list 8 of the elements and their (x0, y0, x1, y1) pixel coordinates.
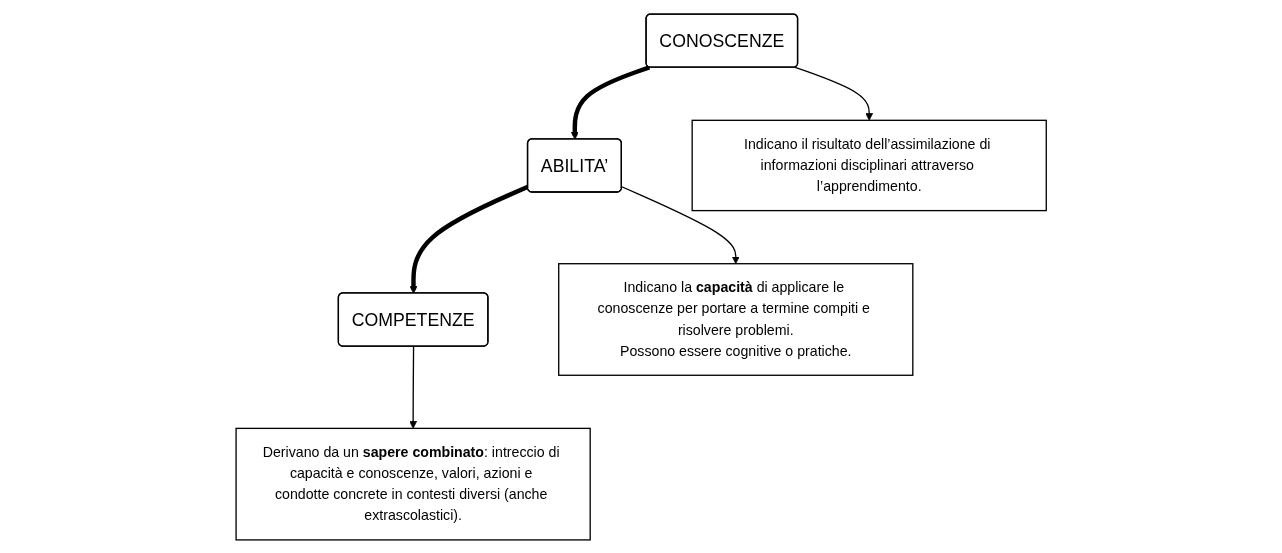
arrow (409, 345, 417, 429)
arrow (620, 185, 740, 264)
node-box: Indicano la capacità di applicare le conoscenze per portare a termine compiti e risolvere problemi. Possono essere cognitive o pratiche. (557, 262, 914, 376)
arrow (794, 66, 873, 121)
arrow (409, 184, 529, 294)
arrow (570, 64, 650, 140)
node-box: Derivano da un sapere combinato: intreccio di capacità e conoscenze, valori, azioni e condotte concrete in contesti diversi (anche extrascolastici). (235, 427, 591, 541)
node-box: Indicano il risultato dell’assimilazione di informazioni disciplinari attraverso l’apprendimento. (691, 119, 1047, 211)
